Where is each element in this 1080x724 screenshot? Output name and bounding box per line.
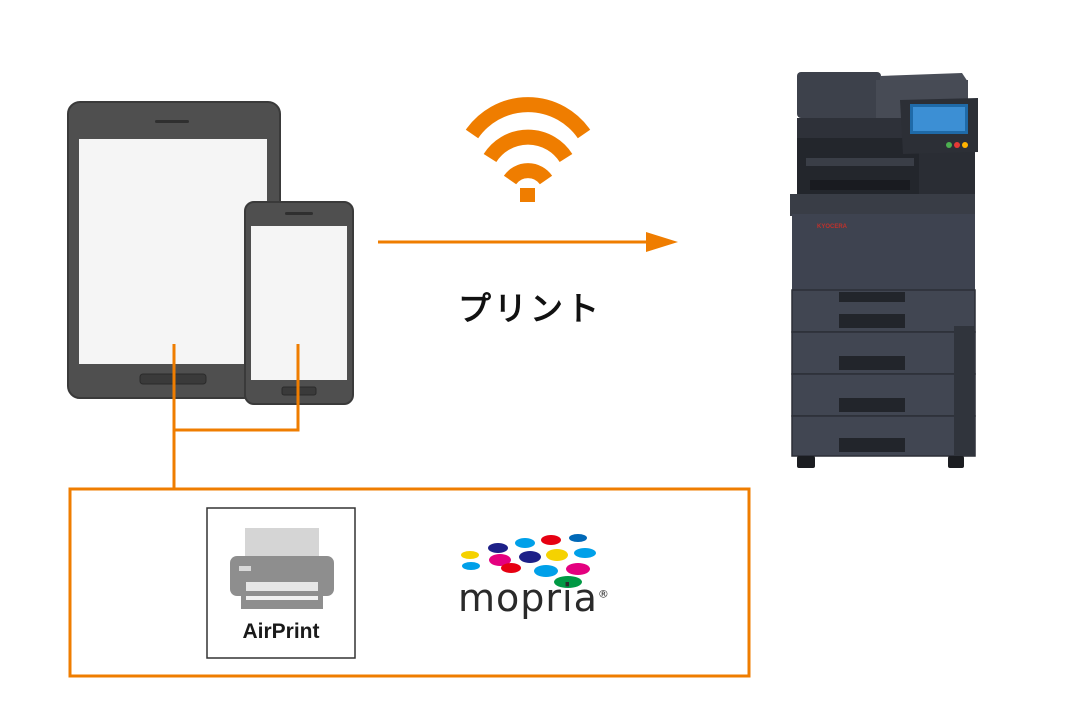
- tablet-device: [67, 101, 281, 399]
- mopria-wordmark: mopria: [458, 576, 598, 620]
- smartphone-device: [244, 201, 354, 405]
- multifunction-printer: [790, 72, 978, 468]
- print-services-frame: [68, 487, 751, 678]
- mopria-label: mopria®: [458, 576, 610, 620]
- device-connector-lines: [172, 344, 300, 489]
- printer-icon: [230, 528, 334, 609]
- print-action-label: プリント: [458, 289, 602, 328]
- wifi-dot: [520, 188, 535, 202]
- mopria-trademark: ®: [597, 587, 610, 601]
- wifi-icon: [465, 97, 591, 185]
- print-arrow: [378, 232, 678, 252]
- airprint-label: AirPrint: [242, 620, 320, 643]
- airprint-tile: [206, 507, 356, 659]
- mopria-logo: [461, 534, 596, 588]
- printer-brand-plate: KYOCERA: [817, 224, 848, 230]
